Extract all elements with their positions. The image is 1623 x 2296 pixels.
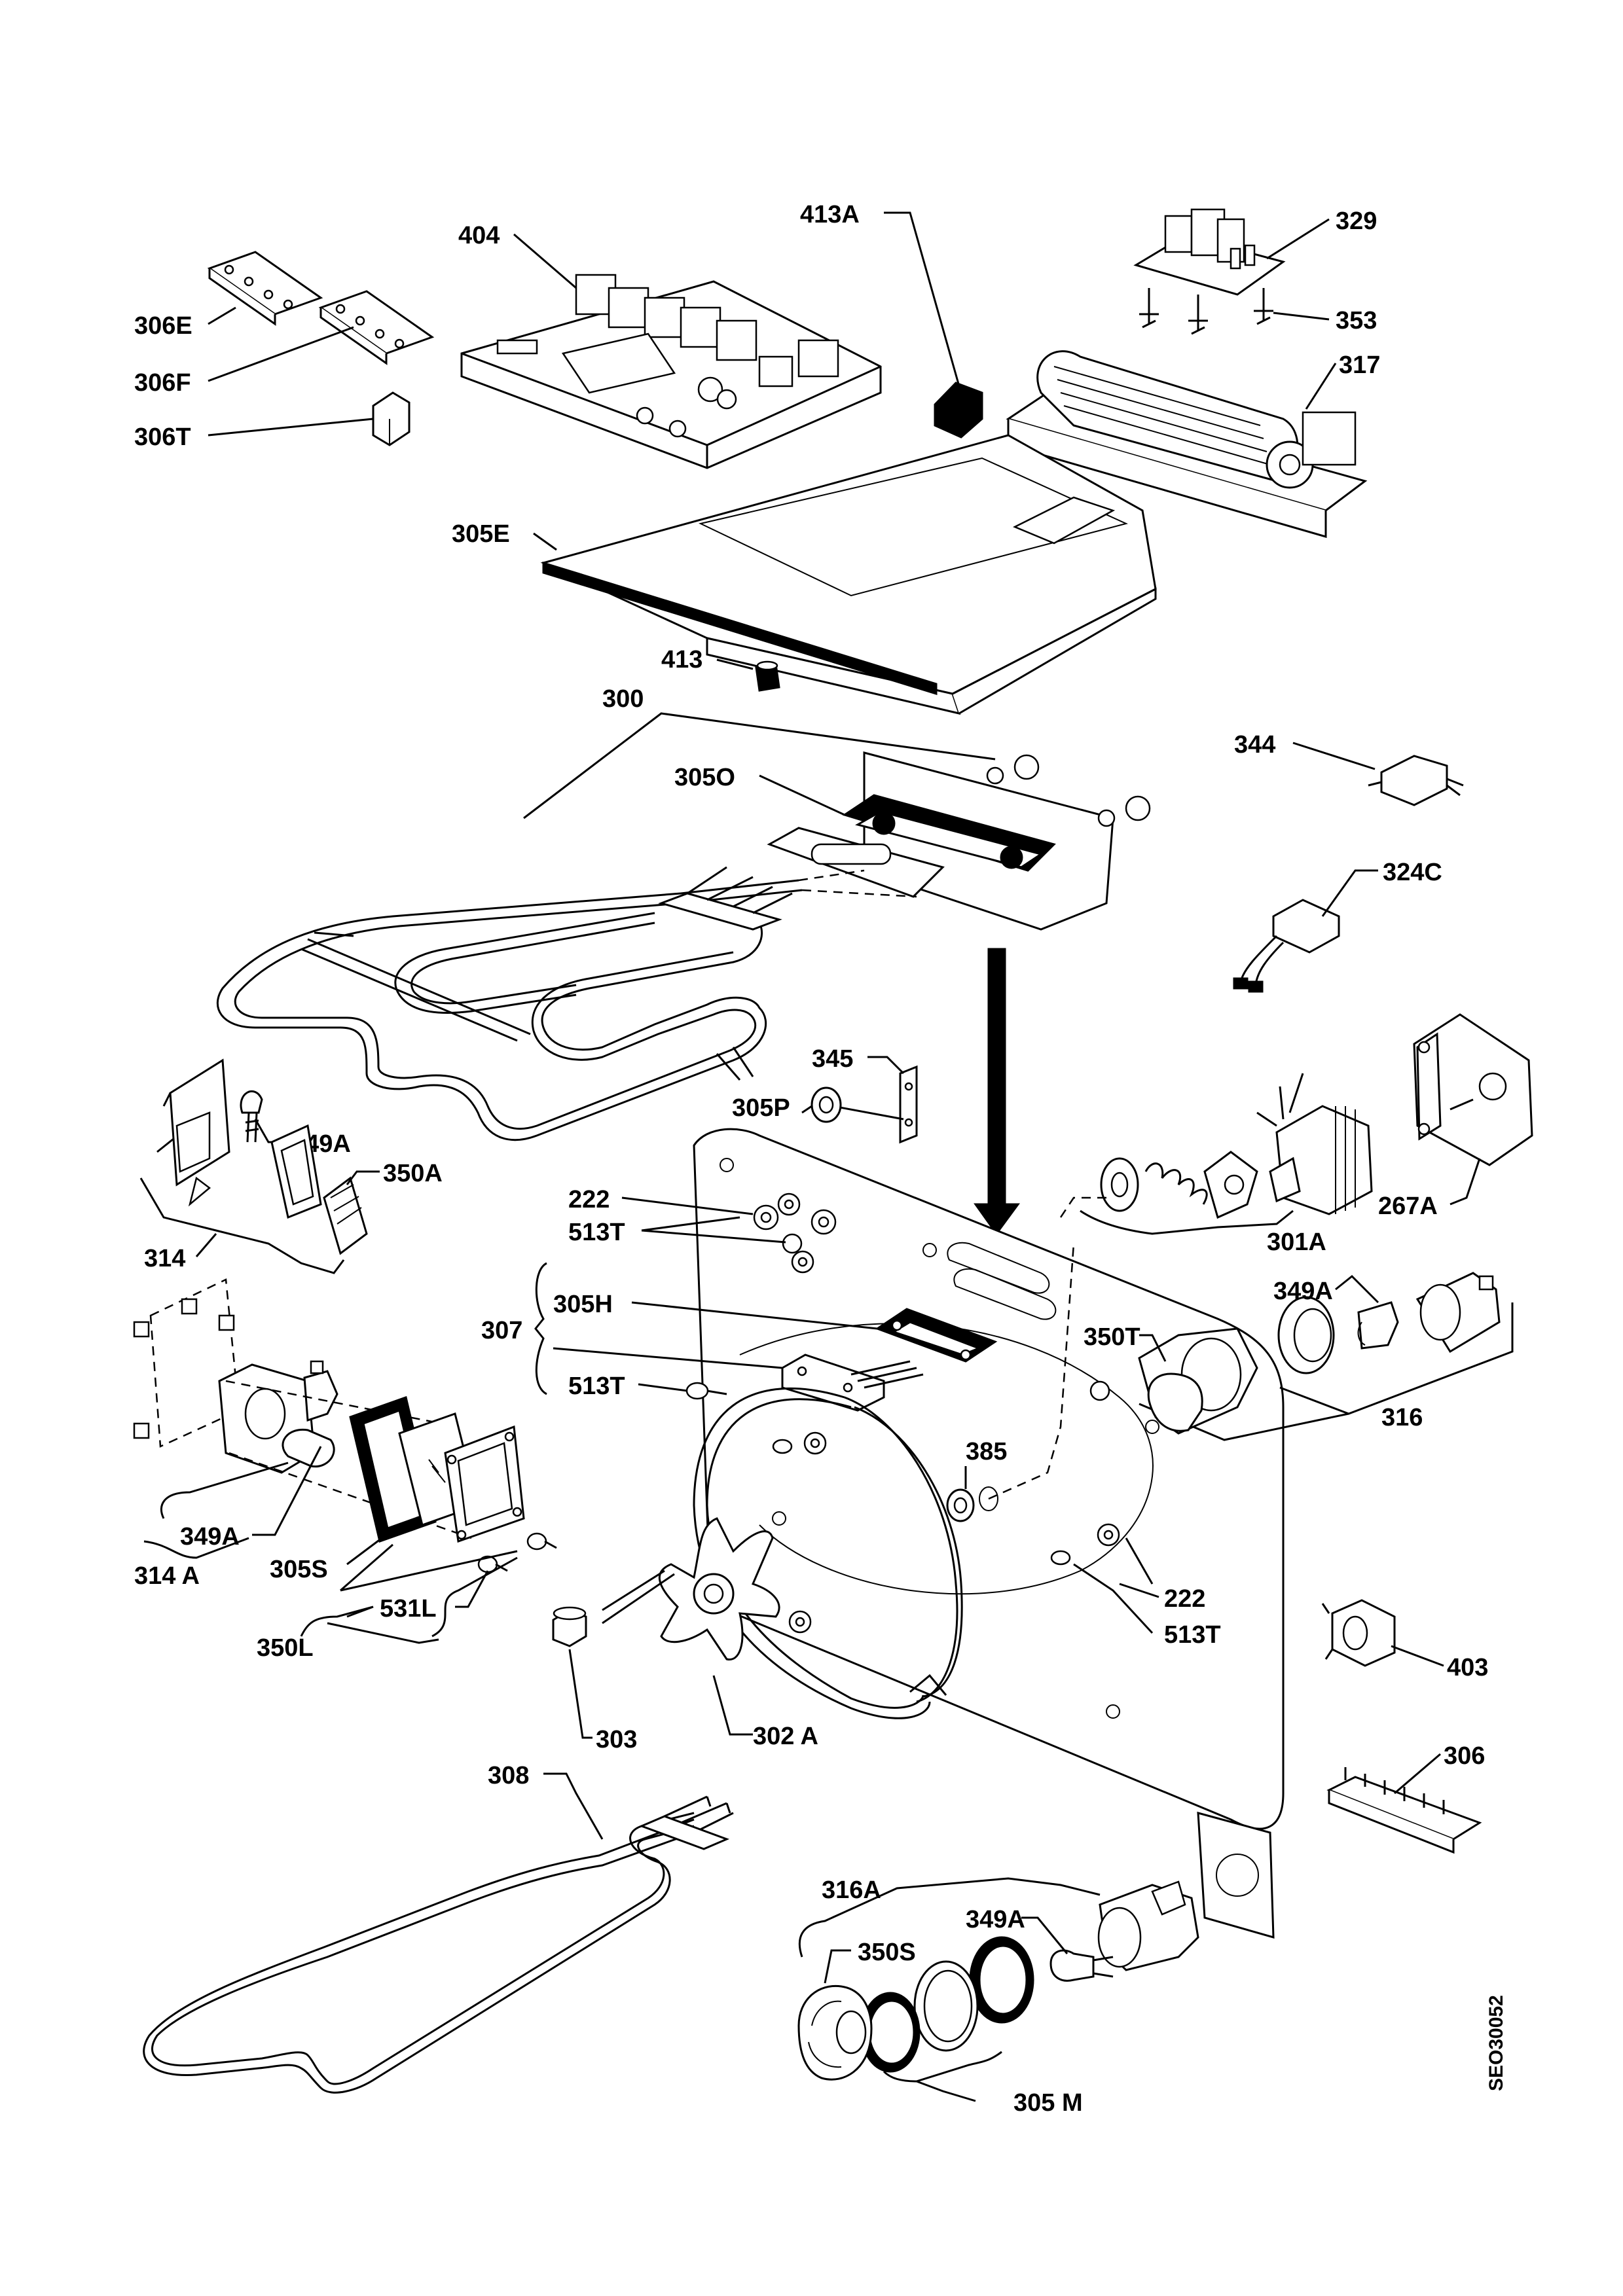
label-345: 345 (812, 1045, 853, 1073)
brace-307 (534, 1262, 547, 1395)
label-324C: 324C (1383, 859, 1442, 886)
label-301A: 301A (1267, 1229, 1326, 1256)
label-349A-3: 349A (180, 1523, 240, 1551)
part-305M-seal-rings (860, 1936, 1034, 2073)
label-317: 317 (1339, 351, 1380, 379)
part-267A-bracket (1413, 1013, 1533, 1166)
label-316: 316 (1381, 1404, 1423, 1431)
part-307-bracket (781, 1354, 924, 1412)
part-349A-bulb-bottom (1049, 1949, 1114, 1982)
bracket-300 (523, 712, 996, 819)
label-306E: 306E (134, 312, 192, 340)
label-302A: 302 A (753, 1723, 818, 1750)
part-300-grill-element (216, 866, 803, 1141)
label-413: 413 (661, 646, 702, 673)
part-305H-gasket (875, 1308, 998, 1363)
lower-panel-section (1197, 1812, 1275, 1939)
label-349A-4: 349A (966, 1906, 1025, 1933)
label-222-1: 222 (568, 1186, 610, 1213)
label-513T-3: 513T (1164, 1621, 1221, 1649)
label-306F: 306F (134, 369, 191, 397)
screw-513T-2 (685, 1382, 727, 1400)
label-305S: 305S (270, 1556, 328, 1583)
screws-upper (753, 1193, 837, 1274)
part-314A-lamp-housing (133, 1278, 472, 1539)
label-305H: 305H (553, 1291, 613, 1318)
part-308-bottom-element (143, 1795, 734, 2094)
part-314-lamp-assembly (156, 1058, 230, 1207)
label-307: 307 (481, 1317, 522, 1344)
part-350T-lamp-glass (1089, 1327, 1258, 1435)
label-403: 403 (1447, 1654, 1488, 1681)
part-301A-fan-motor (1100, 1073, 1373, 1219)
label-350S: 350S (858, 1939, 916, 1966)
part-305P-bushing (811, 1086, 842, 1123)
label-314: 314 (144, 1245, 185, 1272)
label-350L: 350L (257, 1634, 314, 1662)
part-353-clips (1139, 288, 1273, 335)
label-404: 404 (458, 222, 500, 249)
part-306E-terminal-block (207, 251, 323, 326)
part-306T-terminal (372, 391, 410, 446)
label-413A: 413A (800, 201, 860, 228)
label-385: 385 (966, 1438, 1007, 1465)
part-350A-glass (270, 1124, 368, 1255)
bracket-314 (139, 1177, 345, 1274)
label-305O: 305O (674, 764, 735, 791)
label-305P: 305P (732, 1094, 790, 1122)
label-329: 329 (1336, 207, 1377, 235)
label-353: 353 (1336, 307, 1377, 334)
label-222-2: 222 (1164, 1585, 1205, 1613)
part-329-transformer (1133, 208, 1286, 296)
assembly-arrow (974, 948, 1020, 1236)
part-403-relay (1321, 1599, 1396, 1667)
part-350S-lamp-cover (797, 1984, 873, 2081)
label-513T-2: 513T (568, 1372, 625, 1400)
part-324C-capacitor (1233, 899, 1340, 993)
nuts-top (986, 754, 1151, 827)
part-302A-fan-blade (602, 1517, 780, 1660)
label-349A-2: 349A (1273, 1278, 1333, 1305)
rear-panel (693, 1128, 1285, 1830)
part-316-lamp-assembly (1277, 1272, 1501, 1374)
part-306-terminal-block (1326, 1767, 1482, 1854)
label-300: 300 (602, 685, 644, 713)
label-350T: 350T (1084, 1323, 1140, 1351)
label-267A: 267A (1378, 1193, 1438, 1220)
label-531L: 531L (380, 1595, 437, 1623)
part-349A-bulb-small (240, 1090, 263, 1143)
screws-panel (772, 1431, 1120, 1634)
part-404-control-board (460, 274, 882, 469)
label-316A: 316A (822, 1876, 881, 1904)
part-303-nut (552, 1606, 587, 1647)
part-385-seal (946, 1486, 998, 1522)
label-305E: 305E (452, 520, 510, 548)
label-306: 306 (1444, 1742, 1485, 1770)
part-306F-terminal-block (318, 290, 435, 365)
label-344: 344 (1234, 731, 1275, 759)
label-306T: 306T (134, 423, 191, 451)
part-305E-cover-plate (540, 434, 1157, 715)
label-314A: 314 A (134, 1562, 200, 1590)
part-413-foot (755, 660, 780, 692)
part-350L-frame (444, 1425, 525, 1543)
label-308: 308 (488, 1762, 529, 1789)
part-305O-gasket (767, 794, 1056, 898)
part-317-tangential-fan (1006, 350, 1368, 538)
label-305M: 305 M (1013, 2089, 1083, 2117)
part-413A (934, 382, 983, 439)
label-350A: 350A (383, 1160, 443, 1187)
label-513T-1: 513T (568, 1219, 625, 1246)
part-531L-screws (477, 1532, 557, 1573)
label-303: 303 (596, 1726, 637, 1753)
part-344-switch (1368, 755, 1464, 806)
part-316A-lamp-socket (1097, 1880, 1199, 1971)
drawing-code: SEO30052 (1486, 1995, 1507, 2091)
